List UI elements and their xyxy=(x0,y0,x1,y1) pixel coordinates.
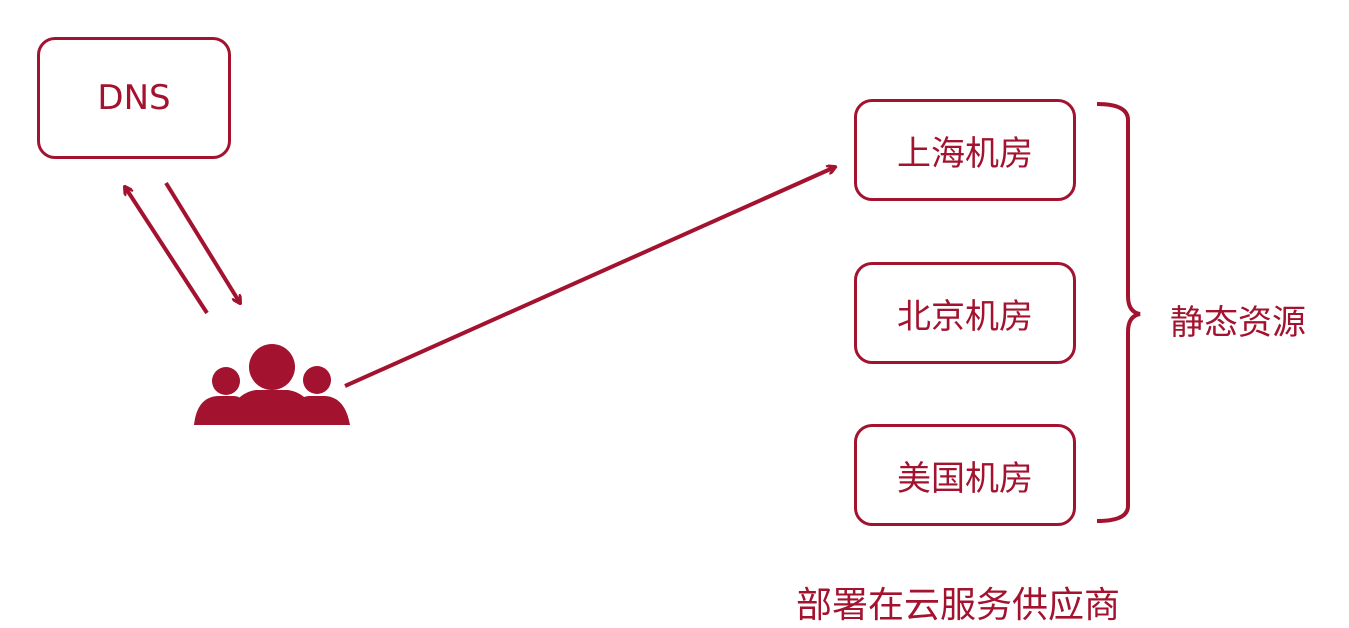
dns-node-label: DNS xyxy=(97,78,171,118)
beijing-datacenter-node: 北京机房 xyxy=(854,262,1076,364)
static-resources-bracket xyxy=(1096,102,1141,523)
beijing-datacenter-label: 北京机房 xyxy=(897,296,1033,337)
usa-datacenter-node: 美国机房 xyxy=(854,424,1076,526)
shanghai-datacenter-node: 上海机房 xyxy=(854,99,1076,201)
shanghai-datacenter-label: 上海机房 xyxy=(897,133,1033,174)
deploy-caption: 部署在云服务供应商 xyxy=(796,585,1121,626)
users-icon xyxy=(194,344,350,425)
usa-datacenter-label: 美国机房 xyxy=(897,458,1033,499)
dns-to-users-arrow xyxy=(164,181,240,303)
static-resources-label: 静态资源 xyxy=(1170,303,1306,343)
users-to-dns-arrow xyxy=(125,187,209,315)
dns-node: DNS xyxy=(37,37,231,159)
users-to-shanghai-arrow xyxy=(344,167,835,388)
